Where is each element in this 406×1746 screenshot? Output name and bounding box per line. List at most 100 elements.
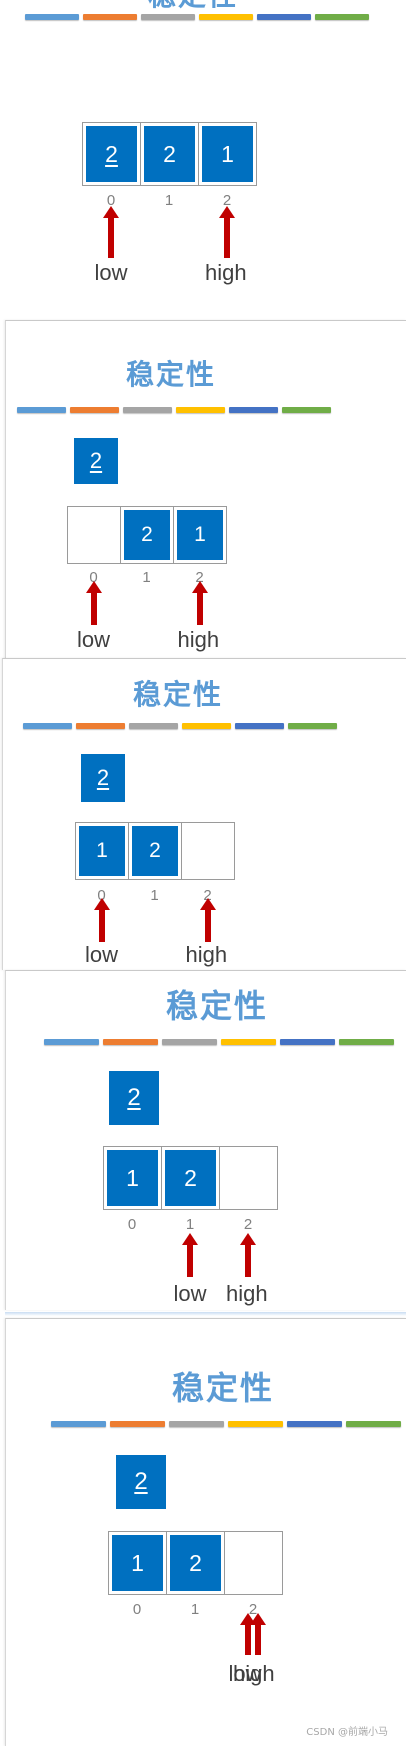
color-stripe-segment [169, 1421, 224, 1427]
array-value: 1 [194, 523, 206, 546]
array-value: 2 [189, 1549, 202, 1576]
color-stripe [17, 407, 331, 413]
arrow-shaft [245, 1244, 251, 1277]
array-value: 2 [149, 839, 161, 862]
color-stripe-segment [280, 1039, 335, 1045]
color-stripe-segment [288, 723, 337, 729]
array-value-box: 1 [202, 126, 253, 182]
high-pointer-label: high [233, 1661, 275, 1686]
array-index-label: 0 [106, 192, 116, 209]
arrow-shaft [187, 1244, 193, 1277]
arrow-shaft [98, 909, 105, 942]
frame-title: 稳定性 [166, 987, 269, 1025]
color-stripe [23, 723, 337, 729]
array-value-box: 2 [170, 1535, 221, 1591]
frame-title: 稳定性 [172, 1369, 275, 1407]
arrow-head [85, 581, 102, 593]
array-index-label: 1 [190, 1601, 200, 1618]
color-stripe-segment [228, 1421, 283, 1427]
color-stripe [25, 14, 369, 20]
color-stripe-segment [123, 407, 172, 413]
pivot-temp-box: 2 [109, 1071, 159, 1125]
pivot-temp-box: 2 [116, 1455, 166, 1509]
array-value-box: 2 [132, 826, 178, 876]
color-stripe [51, 1421, 401, 1427]
color-stripe-segment [287, 1421, 342, 1427]
color-stripe [44, 1039, 394, 1045]
array-index-label: 2 [248, 1601, 258, 1618]
array-index-label: 0 [127, 1216, 137, 1233]
arrow-head [93, 898, 110, 910]
array-value-box: 1 [112, 1535, 163, 1591]
low-pointer-label: low [228, 1661, 262, 1686]
csdn-watermark: CSDN @前端小马 [306, 1727, 388, 1738]
color-stripe-segment [221, 1039, 276, 1045]
color-stripe-segment [44, 1039, 99, 1045]
array-index-label: 1 [164, 192, 174, 209]
low-pointer-label: low [85, 942, 119, 967]
array-index-label: 1 [185, 1216, 195, 1233]
arrow-shaft [255, 1624, 261, 1655]
color-stripe-segment [51, 1421, 106, 1427]
array-cell-0 [67, 506, 121, 564]
arrow-shaft [196, 592, 203, 625]
arrow-head [103, 206, 119, 218]
arrow-shaft [108, 217, 114, 258]
arrow-shaft [224, 217, 230, 258]
array-value: 1 [96, 839, 108, 862]
arrow-head [191, 581, 208, 593]
array-value: 1 [126, 1164, 139, 1191]
array-value-box: 1 [177, 510, 223, 560]
high-pointer-label: high [177, 627, 220, 652]
arrow-head [250, 1613, 266, 1625]
array-value: 2 [141, 523, 153, 546]
array-value-box: 2 [86, 126, 137, 182]
array-cell-2 [219, 1146, 278, 1210]
color-stripe-segment [23, 723, 72, 729]
array-index-label: 2 [203, 887, 212, 904]
arrow-shaft [204, 909, 211, 942]
arrow-head [199, 898, 216, 910]
high-pointer-label: high [185, 942, 228, 967]
array-index-label: 1 [150, 887, 159, 904]
color-stripe-segment [162, 1039, 217, 1045]
arrow-shaft [245, 1624, 251, 1655]
array-value-box: 2 [144, 126, 195, 182]
arrow-head [219, 206, 235, 218]
color-stripe-segment [339, 1039, 394, 1045]
pivot-value: 2 [134, 1468, 148, 1495]
color-stripe-segment [257, 14, 311, 20]
color-stripe-segment [83, 14, 137, 20]
pivot-value: 2 [127, 1084, 141, 1111]
color-stripe-segment [141, 14, 195, 20]
array-value-box: 1 [79, 826, 125, 876]
frame-separator [5, 1312, 406, 1316]
pivot-temp-box: 2 [81, 754, 125, 802]
array-index-label: 0 [89, 569, 98, 586]
color-stripe-segment [182, 723, 231, 729]
array-value-box: 1 [107, 1150, 158, 1206]
array-cell-2 [181, 822, 235, 880]
array-index-label: 2 [222, 192, 232, 209]
array-index-label: 1 [142, 569, 151, 586]
array-value: 1 [221, 140, 234, 167]
array-cell-2 [224, 1531, 283, 1595]
array-value: 1 [131, 1549, 144, 1576]
color-stripe-segment [199, 14, 253, 20]
color-stripe-segment [76, 723, 125, 729]
color-stripe-segment [229, 407, 278, 413]
array-value: 2 [105, 140, 118, 167]
pivot-value: 2 [96, 765, 110, 790]
array-value: 2 [163, 140, 176, 167]
color-stripe-segment [235, 723, 284, 729]
array-value-box: 2 [165, 1150, 216, 1206]
array-index-label: 2 [243, 1216, 253, 1233]
arrow-head [240, 1233, 256, 1245]
color-stripe-segment [346, 1421, 401, 1427]
color-stripe-segment [110, 1421, 165, 1427]
array-value: 2 [184, 1164, 197, 1191]
